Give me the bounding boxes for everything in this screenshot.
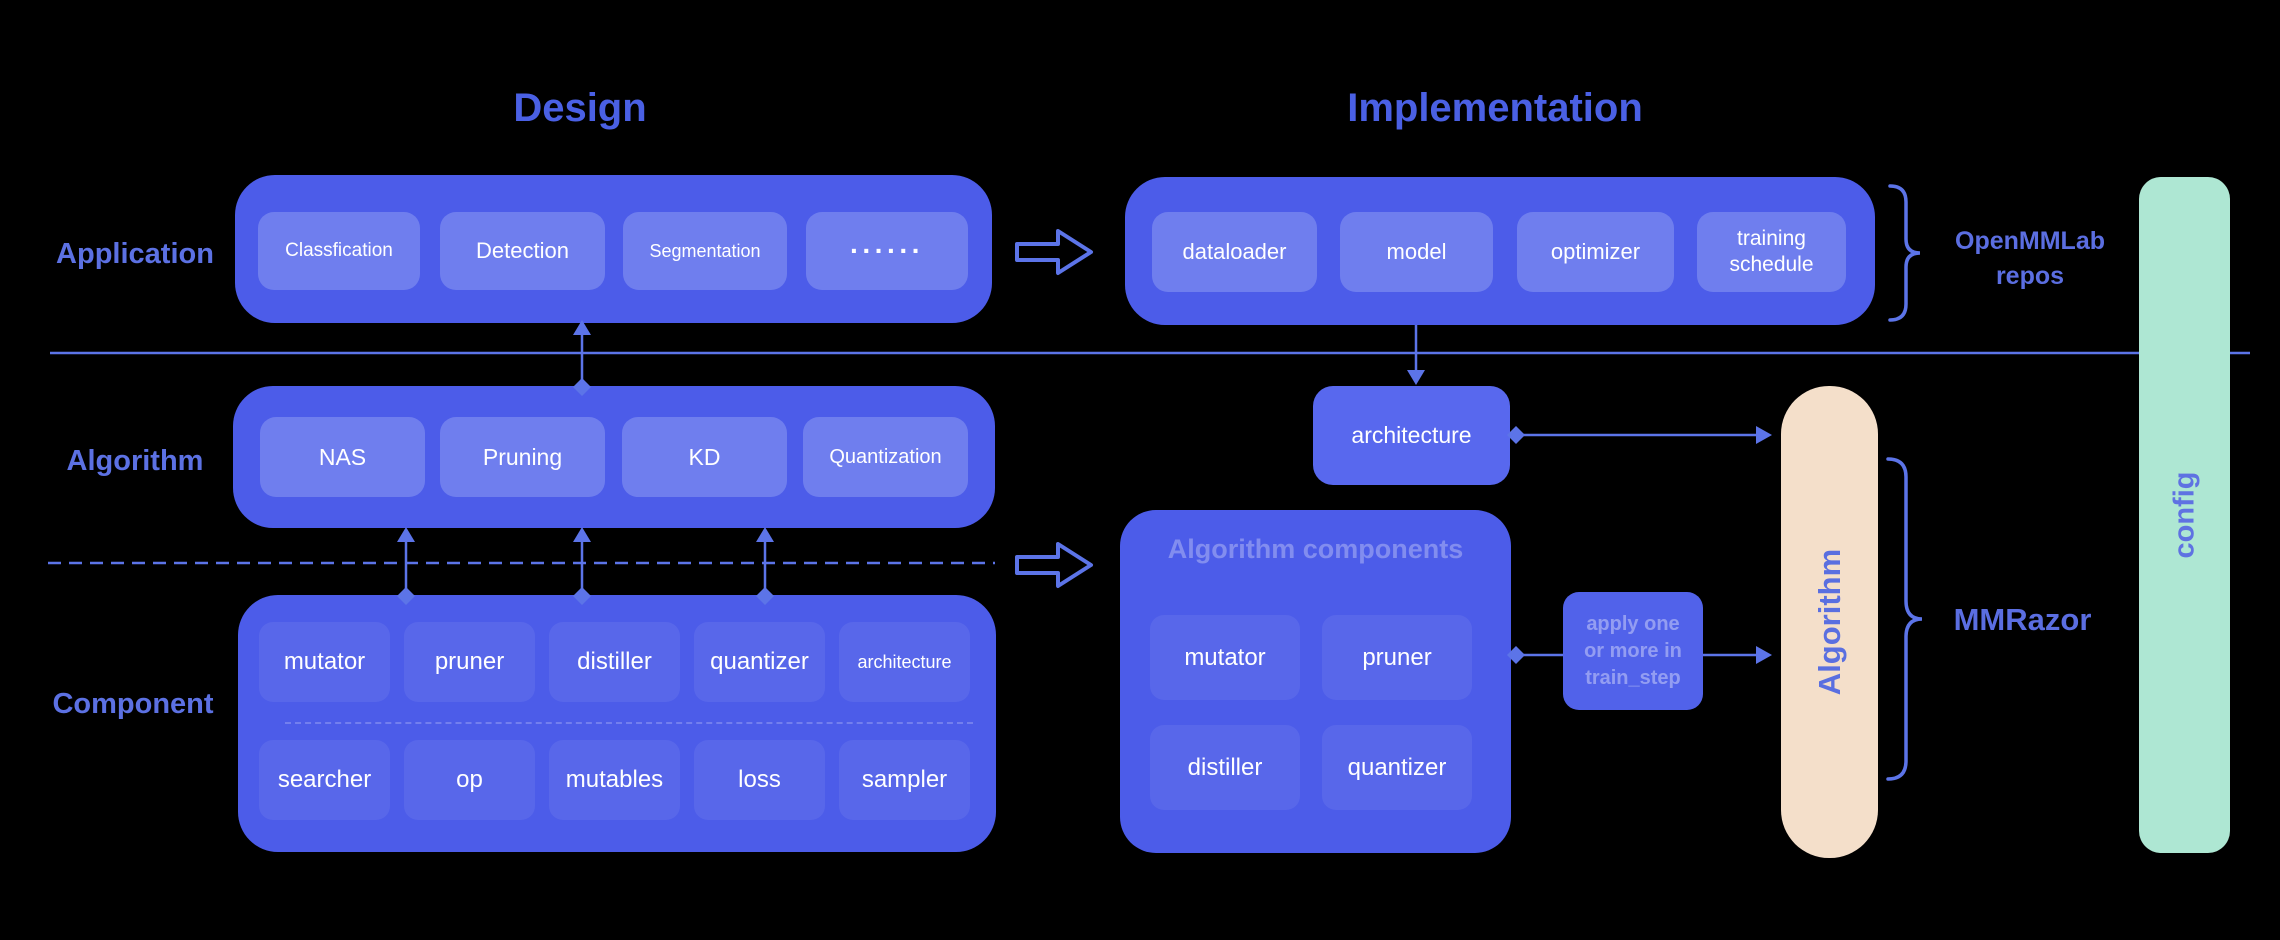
algorithm-bar-label: Algorithm xyxy=(1811,548,1847,696)
impl-box-training-schedule: training schedule xyxy=(1697,212,1846,292)
design-box-kd: KD xyxy=(622,417,787,497)
impl-components-container xyxy=(1120,510,1511,853)
component-box-architecture: architecture xyxy=(839,622,970,702)
mmrazor-brace xyxy=(1886,457,1923,781)
mmrazor-annotation: MMRazor xyxy=(1953,602,2092,637)
design-box-nas: NAS xyxy=(260,417,425,497)
design-box-pruning: Pruning xyxy=(440,417,605,497)
component-box-op: op xyxy=(404,740,535,820)
apply-note-line-2: or more in xyxy=(1584,639,1682,662)
arrowhead-up-to-algorithm-2 xyxy=(573,527,591,542)
row-label-component: Component xyxy=(52,688,214,720)
row-label-application: Application xyxy=(56,238,214,270)
openmmlab-brace xyxy=(1888,184,1921,322)
component-box-distiller: distiller xyxy=(549,622,680,702)
impl-components-title: Algorithm components xyxy=(1167,534,1464,564)
row-label-algorithm: Algorithm xyxy=(66,445,204,477)
arrowhead-up-to-algorithm-1 xyxy=(397,527,415,542)
component-box-loss: loss xyxy=(694,740,825,820)
openmmlab-line-2: repos xyxy=(1995,262,2065,290)
impl-box-model: model xyxy=(1340,212,1493,292)
impl-component-quantizer: quantizer xyxy=(1322,725,1472,810)
implementation-title: Implementation xyxy=(1347,86,1643,130)
component-box-quantizer: quantizer xyxy=(694,622,825,702)
component-box-pruner: pruner xyxy=(404,622,535,702)
apply-note-line-3: train_step xyxy=(1585,666,1681,689)
config-vertical-bar: config xyxy=(2139,177,2230,853)
algorithm-vertical-bar: Algorithm xyxy=(1781,386,1878,858)
arrowhead-up-to-algorithm-3 xyxy=(756,527,774,542)
impl-box-dataloader: dataloader xyxy=(1152,212,1317,292)
apply-note-line-1: apply one xyxy=(1586,612,1680,635)
component-box-mutables: mutables xyxy=(549,740,680,820)
design-box-classfication: Classfication xyxy=(258,212,420,290)
hollow-arrows xyxy=(1015,229,1093,588)
impl-component-pruner: pruner xyxy=(1322,615,1472,700)
design-box-segmentation: Segmentation xyxy=(623,212,787,290)
impl-box-optimizer: optimizer xyxy=(1517,212,1674,292)
design-box-quantization: Quantization xyxy=(803,417,968,497)
design-box-detection: Detection xyxy=(440,212,605,290)
openmmlab-line-1: OpenMMLab xyxy=(1955,227,2105,255)
apply-note-text: apply one or more in train_step xyxy=(1584,611,1682,692)
design-title: Design xyxy=(513,86,647,130)
impl-architecture-box: architecture xyxy=(1313,386,1510,485)
arrowhead-right-to-bar-upper xyxy=(1756,426,1772,444)
design-box-ellipsis: ······ xyxy=(806,212,968,290)
component-box-sampler: sampler xyxy=(839,740,970,820)
braces xyxy=(1886,184,1923,781)
component-box-searcher: searcher xyxy=(259,740,390,820)
arrowhead-right-to-bar-lower xyxy=(1756,646,1772,664)
arrowhead-down-to-architecture xyxy=(1407,370,1425,385)
design-to-impl-arrow-bottom xyxy=(1015,542,1093,588)
openmmlab-repos-annotation: OpenMMLab repos xyxy=(1930,224,2130,294)
design-component-container xyxy=(238,595,996,852)
config-bar-label: config xyxy=(2168,471,2200,559)
component-divider-dashed xyxy=(285,722,973,724)
impl-component-mutator: mutator xyxy=(1150,615,1300,700)
design-to-impl-arrow-top xyxy=(1015,229,1093,275)
impl-component-distiller: distiller xyxy=(1150,725,1300,810)
component-box-mutator: mutator xyxy=(259,622,390,702)
apply-note-box: apply one or more in train_step xyxy=(1563,592,1703,710)
